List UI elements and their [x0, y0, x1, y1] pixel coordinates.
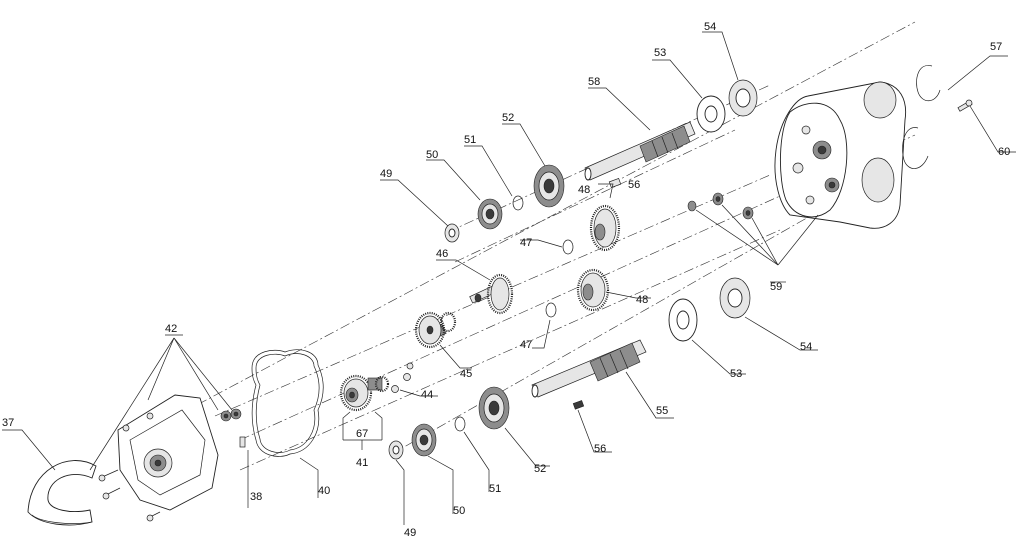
part-59-bushings [687, 192, 754, 220]
label-45: 45 [460, 368, 472, 380]
front-bushings [220, 408, 242, 422]
part-labels: 37 42 38 40 67 41 44 45 46 47 47 48 48 4… [2, 21, 1010, 539]
label-56-lower: 56 [594, 443, 606, 455]
label-51-upper: 51 [464, 134, 476, 146]
label-48-lower: 48 [636, 294, 648, 306]
label-52-upper: 52 [502, 112, 514, 124]
label-44: 44 [421, 389, 433, 401]
label-60: 60 [998, 146, 1010, 158]
label-42: 42 [165, 323, 177, 335]
part-37-half-ring [27, 460, 97, 526]
part-67-planetary-pinion [339, 374, 390, 412]
part-45-gear [414, 311, 457, 349]
part-58-input-shaft [584, 121, 696, 181]
part-47-circlips [545, 239, 574, 318]
label-51-lower: 51 [489, 483, 501, 495]
label-54-lower: 54 [800, 341, 812, 353]
leader-lines [2, 31, 1016, 525]
label-40: 40 [318, 485, 330, 497]
part-57-circlips [902, 65, 941, 169]
part-53-washers [668, 95, 726, 342]
label-53-upper: 53 [654, 47, 666, 59]
part-42-front-housing [98, 394, 219, 522]
part-60-screw [957, 99, 973, 112]
part-49-washers [388, 223, 460, 460]
part-56-keys [572, 178, 622, 410]
part-52-bearings [478, 164, 565, 430]
assembly-axes [149, 21, 916, 471]
label-53-lower: 53 [730, 368, 742, 380]
part-38-pin [239, 436, 246, 448]
label-52-lower: 52 [534, 463, 546, 475]
label-49-lower: 49 [404, 527, 416, 539]
label-56-upper: 56 [628, 179, 640, 191]
label-37: 37 [2, 417, 14, 429]
label-46: 46 [436, 248, 448, 260]
part-55-output-shaft [531, 339, 647, 398]
label-50-upper: 50 [426, 149, 438, 161]
label-41: 41 [356, 457, 368, 469]
part-40-gasket [251, 349, 324, 457]
label-38: 38 [250, 491, 262, 503]
part-48-gears [576, 204, 621, 312]
label-49-upper: 49 [380, 168, 392, 180]
label-47-upper: 47 [520, 237, 532, 249]
label-50-lower: 50 [453, 505, 465, 517]
rear-housing [774, 81, 907, 229]
part-50-bearings [411, 198, 503, 457]
label-67: 67 [356, 428, 368, 440]
label-55: 55 [656, 405, 668, 417]
part-46-gear [469, 273, 514, 315]
part-54-washers [719, 79, 758, 319]
label-59: 59 [770, 281, 782, 293]
label-47-lower: 47 [520, 339, 532, 351]
label-48-upper: 48 [578, 184, 590, 196]
part-44-washers [391, 362, 414, 393]
label-58: 58 [588, 76, 600, 88]
label-54-upper: 54 [704, 21, 716, 33]
part-51-rings [454, 195, 524, 432]
label-57: 57 [990, 41, 1002, 53]
